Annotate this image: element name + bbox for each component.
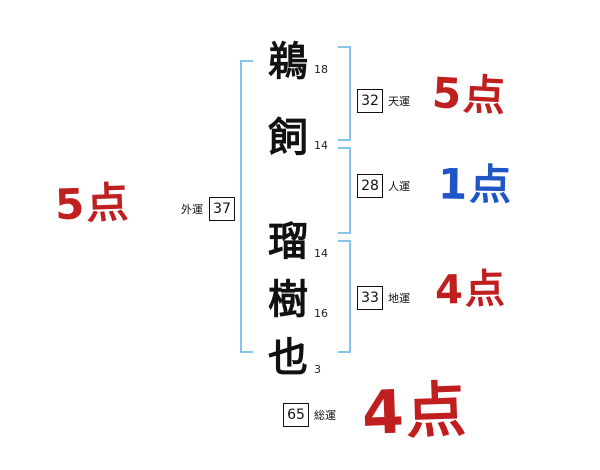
tenun-label: 天運 bbox=[388, 95, 410, 108]
chiun-score: 4点 bbox=[434, 266, 508, 314]
name-char-1: 鵜 bbox=[268, 39, 308, 85]
tenun-bracket-line bbox=[338, 46, 351, 141]
souun-label: 総運 bbox=[314, 409, 336, 422]
souun-value-box: 65 bbox=[283, 403, 309, 427]
jinun-label: 人運 bbox=[388, 180, 410, 193]
tenun-score: 5点 bbox=[430, 68, 509, 121]
tenun-value-box: 32 bbox=[357, 89, 383, 113]
jinun-value-box: 28 bbox=[357, 174, 383, 198]
souun-score: 4点 bbox=[360, 375, 469, 449]
jinun-bracket-line bbox=[338, 147, 351, 234]
name-char-2: 飼 bbox=[268, 115, 308, 161]
gaiun-bracket-line bbox=[240, 60, 253, 353]
stroke-count-4: 16 bbox=[314, 307, 328, 320]
chiun-bracket-line bbox=[338, 240, 351, 353]
name-char-4: 樹 bbox=[268, 277, 308, 323]
jinun-score: 1点 bbox=[437, 159, 514, 210]
stroke-count-1: 18 bbox=[314, 63, 328, 76]
stroke-count-2: 14 bbox=[314, 139, 328, 152]
gaiun-value-box: 37 bbox=[209, 197, 235, 221]
chiun-value-box: 33 bbox=[357, 286, 383, 310]
gaiun-label: 外運 bbox=[181, 203, 203, 216]
stroke-count-3: 14 bbox=[314, 247, 328, 260]
chiun-label: 地運 bbox=[388, 292, 410, 305]
name-char-5: 也 bbox=[268, 335, 308, 381]
name-char-3: 瑠 bbox=[268, 219, 308, 265]
gaiun-score: 5点 bbox=[54, 177, 132, 230]
stroke-count-5: 3 bbox=[314, 363, 321, 376]
